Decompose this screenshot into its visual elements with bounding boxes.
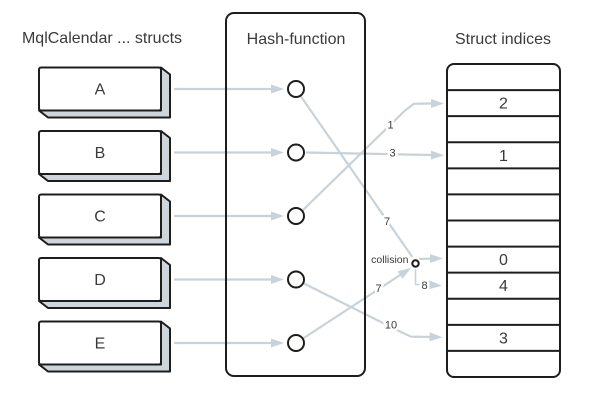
struct-box-c: C — [38, 193, 171, 246]
index-row-value: 4 — [499, 278, 508, 295]
struct-box-e: E — [38, 320, 171, 373]
struct-box-label: A — [95, 82, 106, 99]
hash-box-layer — [225, 12, 366, 377]
connector-c-to-row-1 — [301, 102, 432, 212]
hash-node-a — [287, 80, 305, 98]
rehash-value-label: 8 — [421, 280, 427, 292]
index-row-value: 1 — [499, 148, 508, 165]
connector-d-to-row-10-arrowhead-icon — [429, 332, 443, 342]
index-row-value: 2 — [499, 96, 508, 113]
struct-box-label: C — [94, 209, 106, 226]
hash-node-b — [287, 143, 305, 162]
struct-box-a: A — [38, 66, 171, 119]
struct-box-front-face — [38, 193, 162, 239]
struct-box-label: D — [94, 272, 106, 289]
left-column-title: MqlCalendar ... structs — [21, 30, 183, 47]
hash-function-title: Hash-function — [246, 31, 346, 48]
struct-indices-title: Struct indices — [454, 31, 552, 48]
struct-box-label: E — [95, 336, 106, 353]
rehash-elbow-line — [414, 269, 420, 286]
struct-box-front-face — [38, 257, 162, 302]
struct-box-front-face — [38, 66, 162, 112]
connector-b-to-row-3-arrowhead-icon — [430, 150, 444, 160]
connector-d-to-row-10 — [302, 282, 431, 339]
hash-node-c — [287, 207, 305, 225]
hash-value-label: 1 — [387, 120, 393, 132]
connector-a-to-row-7 — [300, 95, 414, 258]
rehash-arrowhead-icon — [428, 280, 442, 290]
hash-node-d — [287, 270, 305, 289]
index-table-layer: 2 1 0 4 3 — [446, 63, 561, 378]
connector-c-to-row-1-arrowhead-icon — [431, 99, 444, 108]
connector-e-to-row-8-arrowhead-icon — [397, 268, 411, 279]
hash-value-label: 7 — [384, 216, 390, 228]
arrow-b-to-hash-arrowhead-icon — [271, 148, 284, 157]
connector-lines-layer — [174, 84, 444, 348]
struct-box-front-face — [38, 130, 162, 175]
arrow-c-to-hash-arrowhead-icon — [271, 211, 284, 221]
arrow-a-to-hash-arrowhead-icon — [271, 84, 284, 94]
hash-value-label: 3 — [389, 148, 395, 160]
arrow-e-to-hash-arrowhead-icon — [271, 338, 284, 348]
hash-value-label: 7 — [375, 283, 381, 295]
collision-point-icon — [411, 259, 420, 268]
struct-box-front-face — [38, 320, 162, 366]
struct-boxes-layer: A B C D E — [38, 66, 171, 373]
hash-value-label: 10 — [385, 320, 397, 332]
hash-node-e — [287, 334, 305, 352]
connector-b-to-row-3 — [305, 151, 432, 157]
hash-function-box — [225, 12, 366, 377]
index-row-value: 0 — [499, 252, 508, 269]
struct-box-b: B — [38, 130, 171, 182]
connector-a-to-row-7-arrowhead-icon — [430, 254, 443, 263]
collision-label: collision — [371, 254, 409, 266]
index-row-value: 3 — [499, 330, 508, 347]
arrow-d-to-hash-arrowhead-icon — [271, 275, 284, 284]
struct-box-d: D — [38, 257, 171, 309]
struct-box-label: B — [95, 145, 106, 162]
hash-value-labels-layer: 1 3 7 8 7 10 collision — [369, 117, 430, 334]
